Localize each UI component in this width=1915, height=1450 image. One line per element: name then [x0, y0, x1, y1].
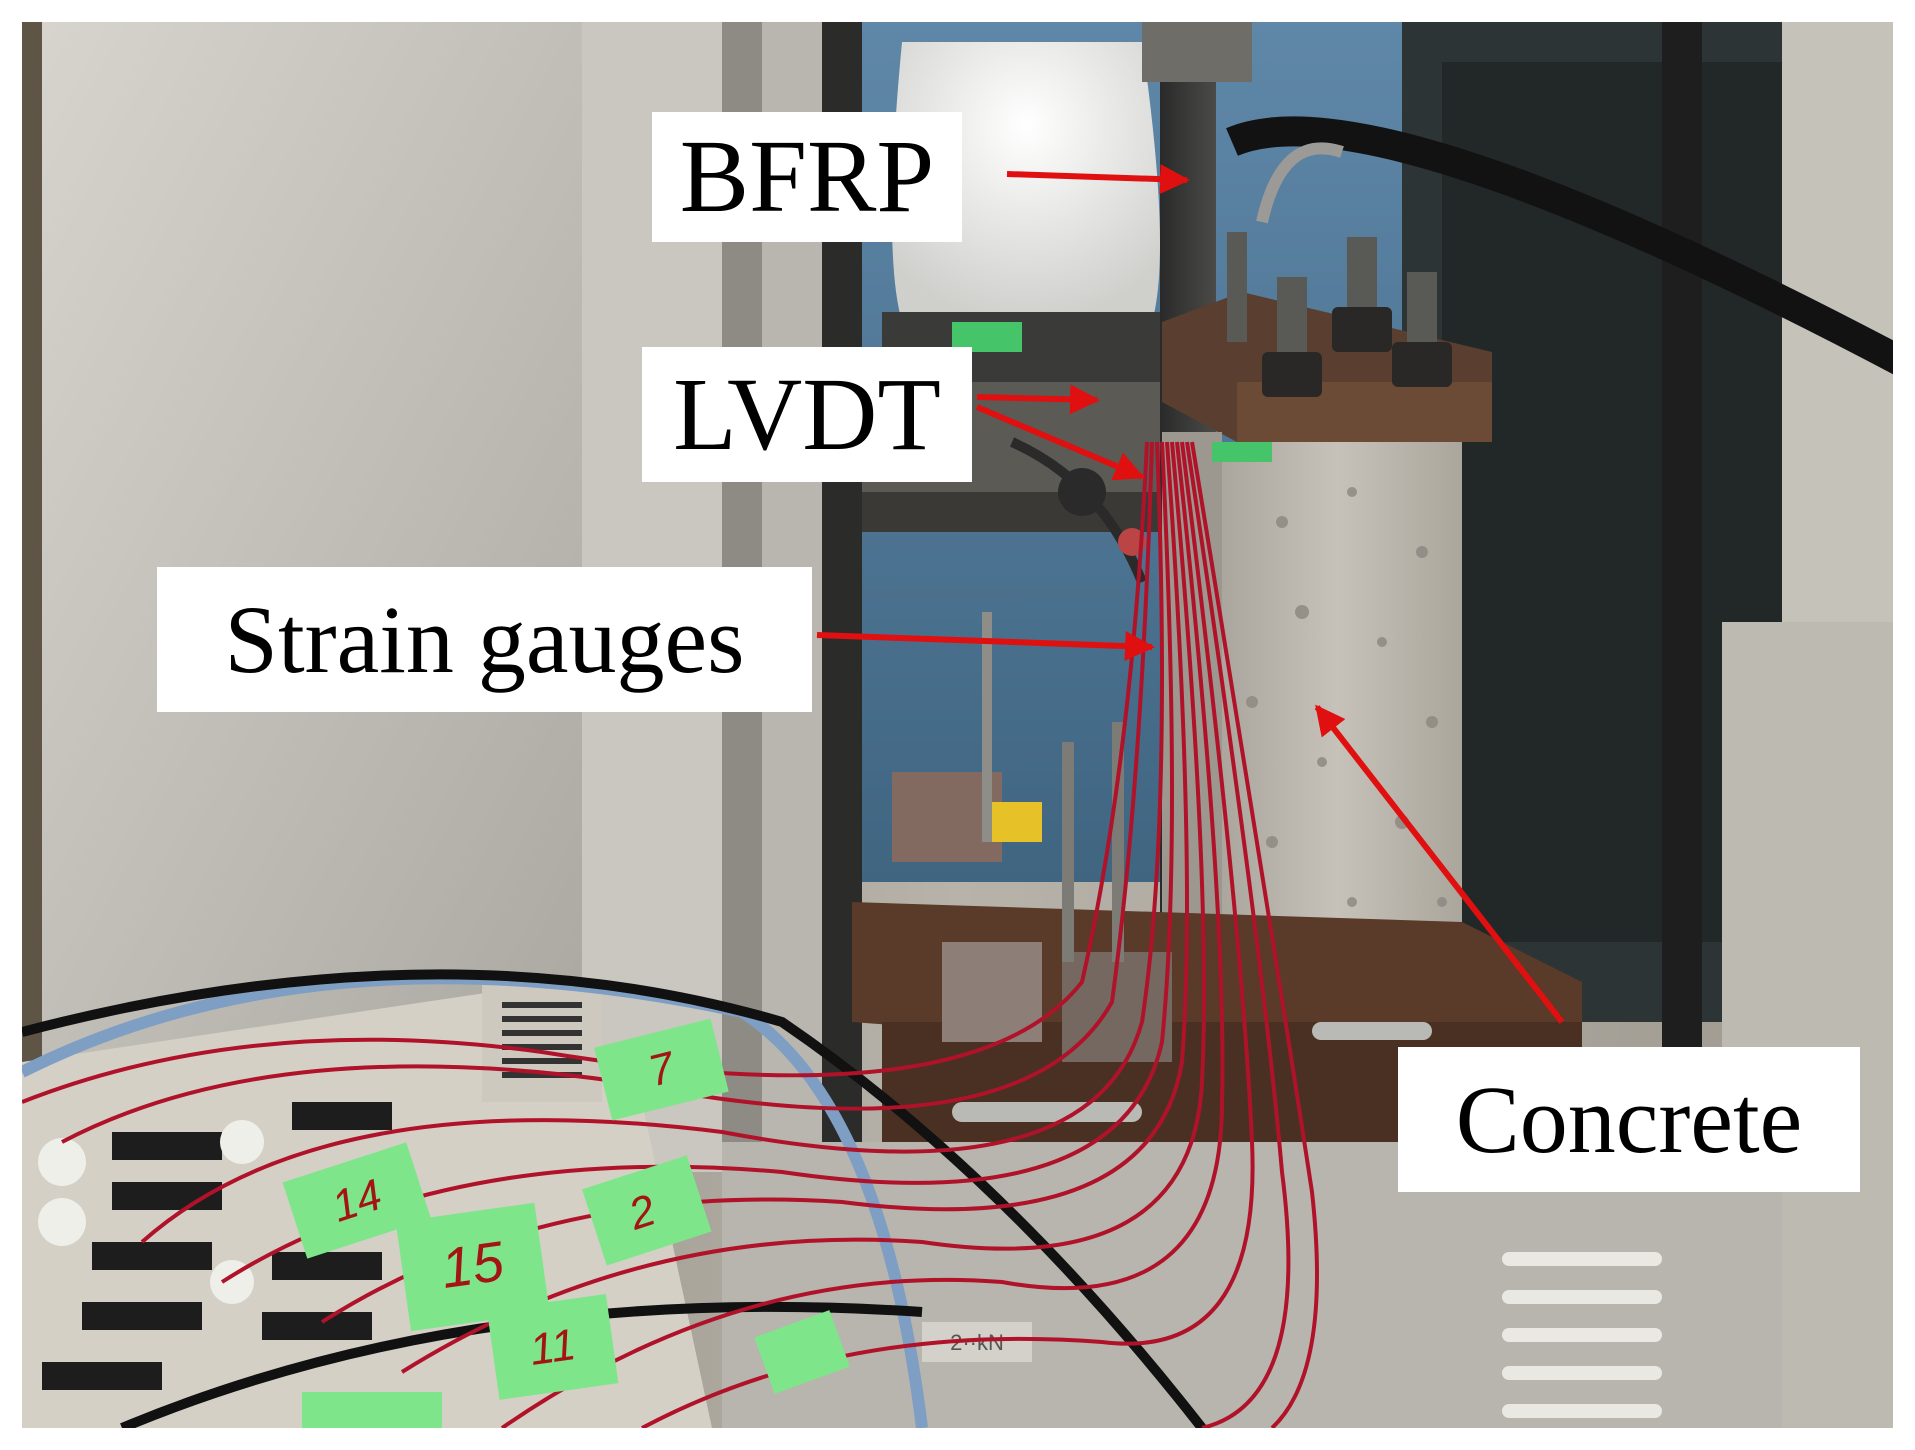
label-bfrp: BFRP [652, 112, 962, 242]
arrow-lvdt-upper [976, 384, 1100, 415]
arrow-concrete [1314, 704, 1565, 1024]
label-concrete: Concrete [1398, 1047, 1860, 1192]
tape-tags: 14 15 7 2 11 [282, 1018, 850, 1428]
tag-label: 11 [527, 1320, 579, 1375]
arrow-lvdt-lower [975, 404, 1145, 481]
label-strain-gauges: Strain gauges [157, 567, 812, 712]
arrow-bfrp [1006, 164, 1190, 195]
photo-frame: 2··kN [22, 22, 1893, 1428]
annotation-arrows [816, 164, 1565, 1024]
arrow-strain-gauges [816, 631, 1155, 662]
label-lvdt: LVDT [642, 347, 972, 482]
tag-label: 15 [437, 1229, 508, 1300]
